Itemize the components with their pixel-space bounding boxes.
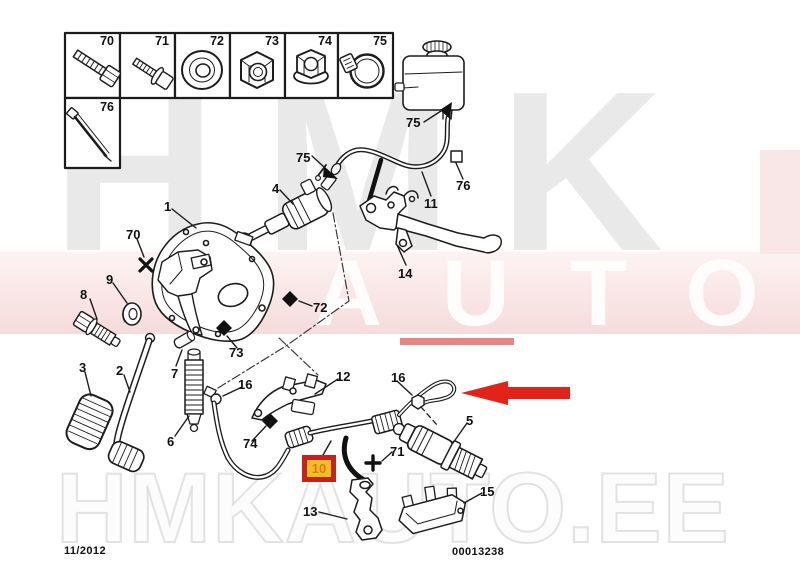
retaining-clip-15-drawing (398, 485, 467, 535)
table-part-number-70: 70 (100, 34, 114, 48)
callout-label-75: 75 (296, 150, 311, 165)
slave-cylinder-drawing (392, 422, 488, 480)
callout-label-75: 75 (406, 115, 421, 130)
callout-label-71: 71 (390, 444, 405, 459)
callout-label-12: 12 (336, 369, 351, 384)
supply-hose-drawing (330, 115, 451, 176)
thick-curve-pointer (341, 435, 367, 483)
callout-label-76: 76 (456, 178, 471, 193)
diamond-marker-74 (262, 413, 278, 429)
table-part-number-75: 75 (373, 34, 387, 48)
flange-nut-icon (293, 49, 329, 85)
leader-lines (84, 110, 483, 520)
watermark-auto: AUTO (314, 240, 800, 345)
position-marker-square-76 (450, 150, 463, 163)
callout-label-6: 6 (167, 434, 175, 449)
callout-label-70: 70 (126, 227, 141, 242)
highlighted-part-badge: 10 (302, 455, 336, 482)
watermark-red-strip (400, 338, 514, 345)
clutch-pedal-drawing (107, 332, 156, 473)
diamond-marker-72 (282, 291, 298, 307)
callout-label-14: 14 (398, 266, 413, 281)
bracket-13-drawing (349, 477, 383, 541)
washer-icon (181, 50, 223, 90)
callout-label-11: 11 (424, 196, 438, 211)
callout-label-8: 8 (80, 287, 88, 302)
diagram-number: 00013238 (452, 546, 505, 558)
callout-label-73: 73 (229, 345, 244, 360)
red-pointer-arrow (461, 381, 570, 405)
parts-table (63, 31, 395, 170)
callout-label-2: 2 (116, 363, 124, 378)
spring-6-drawing (184, 348, 204, 433)
callout-label-72: 72 (313, 300, 328, 315)
table-part-number-73: 73 (265, 34, 279, 48)
nut-icon (240, 51, 274, 89)
bolt-washer-icon (132, 57, 174, 90)
cross-markers (138, 257, 382, 472)
callout-label-1: 1 (164, 199, 172, 214)
callout-label-9: 9 (106, 272, 114, 287)
table-part-number-71: 71 (155, 34, 169, 48)
x-marker-70 (138, 257, 154, 273)
plus-marker-71 (364, 454, 382, 472)
hex-bolt-icon (72, 49, 122, 88)
thick-pointer-line (366, 157, 384, 204)
callout-label-16: 16 (391, 370, 406, 385)
bracket-12-drawing (251, 373, 327, 421)
watermark-right-fragment (760, 150, 800, 254)
triangle-marker-75b (323, 166, 338, 179)
callout-label-3: 3 (79, 360, 87, 375)
callout-label-4: 4 (272, 181, 280, 196)
alignment-lines (217, 212, 350, 389)
table-part-number-76: 76 (100, 100, 114, 114)
callout-label-16: 16 (238, 377, 253, 392)
triangle-marker-75a (440, 102, 452, 119)
position-markers (216, 102, 452, 429)
watermark-hmkauto-ee: HMKAUTO.EE (55, 452, 730, 563)
pedal-pad-3-drawing (65, 393, 114, 451)
pin-7-drawing (173, 330, 196, 349)
callout-label-74: 74 (243, 436, 258, 451)
diamond-marker-73 (216, 320, 232, 336)
callout-label-7: 7 (171, 366, 179, 381)
bushing-9-drawing (122, 302, 142, 326)
callout-label-15: 15 (480, 484, 495, 499)
callout-label-5: 5 (466, 413, 474, 428)
date-code: 11/2012 (64, 545, 106, 557)
clutch-pipe-10-drawing (203, 379, 457, 480)
mounting-bracket-14-drawing (359, 185, 503, 254)
cable-tie-icon (66, 107, 112, 162)
callout-label-13: 13 (303, 504, 318, 519)
hose-clamp-icon (339, 53, 385, 89)
bolt-8-drawing (72, 310, 121, 347)
table-part-number-74: 74 (318, 34, 332, 48)
table-part-number-72: 72 (210, 34, 224, 48)
fluid-reservoir-drawing (394, 40, 465, 120)
pedal-bracket-drawing (151, 221, 275, 342)
